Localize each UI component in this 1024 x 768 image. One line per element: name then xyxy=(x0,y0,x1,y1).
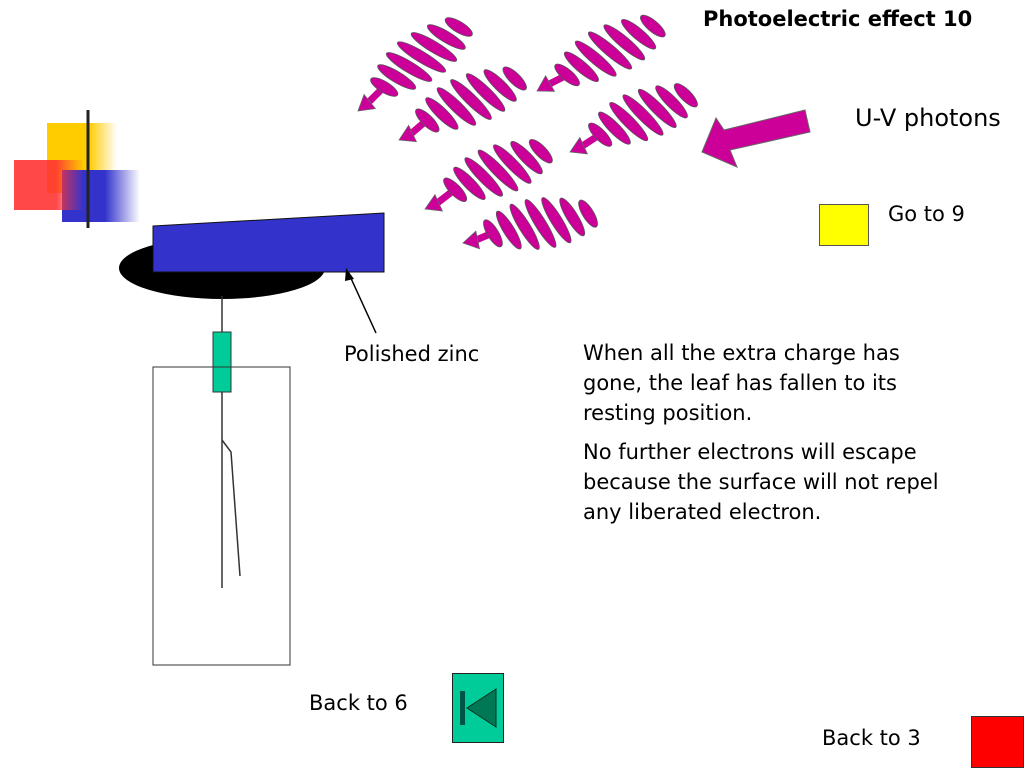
photon-arrow-head xyxy=(536,74,556,92)
photon-arrow-head xyxy=(357,93,377,112)
photon-wave-crest xyxy=(603,24,646,61)
photon-wave-crest xyxy=(450,79,492,120)
photon-wave-crest xyxy=(554,63,580,87)
back-to-6-button[interactable] xyxy=(452,673,504,743)
skip-to-start-icon xyxy=(452,673,504,743)
photon-packet xyxy=(357,17,473,112)
photon-wave-crest xyxy=(370,77,399,97)
photon-group xyxy=(357,14,698,250)
photon-packet xyxy=(536,14,666,92)
photon-packet xyxy=(462,197,598,250)
explanation-paragraph: When all the extra charge has gone, the … xyxy=(583,341,900,425)
photon-wave-crest xyxy=(574,40,617,77)
photon-wave-crest xyxy=(640,14,666,38)
photon-wave-crest xyxy=(622,94,664,136)
photon-arrow-head xyxy=(424,193,444,212)
photon-wave-crest xyxy=(396,41,447,73)
polished-zinc-label: Polished zinc xyxy=(344,342,480,366)
photon-packet xyxy=(424,139,553,212)
photon-wave-crest xyxy=(673,83,698,108)
photon-wave-crest xyxy=(410,32,458,62)
photon-packet xyxy=(398,66,527,143)
photon-wave-crest xyxy=(578,199,598,228)
photon-wave-crest xyxy=(426,24,466,50)
photon-wave-crest xyxy=(483,69,517,102)
photon-wave-crest xyxy=(502,66,527,91)
photon-wave-crest xyxy=(425,97,459,130)
insulator xyxy=(212,331,232,393)
photon-arrow-head xyxy=(398,124,418,143)
photon-wave-crest xyxy=(563,51,599,83)
explanation-paragraph: No further electrons will escape because… xyxy=(583,440,939,524)
gold-leaf xyxy=(221,439,241,577)
photon-wave-crest xyxy=(598,111,631,145)
photon-wave-crest xyxy=(588,122,613,147)
photon-wave-crest xyxy=(465,73,506,112)
zinc-pointer xyxy=(348,273,377,334)
photon-wave-crest xyxy=(528,139,553,164)
photon-wave-crest xyxy=(509,203,540,250)
photon-wave-crest xyxy=(493,144,532,184)
uv-photons-label: U-V photons xyxy=(855,104,1001,132)
photon-wave-crest xyxy=(587,31,633,70)
photon-wave-crest xyxy=(637,88,677,128)
photon-wave-crest xyxy=(453,166,486,200)
photon-packet xyxy=(569,83,698,155)
photon-wave-crest xyxy=(559,197,586,237)
photon-wave-crest xyxy=(443,177,468,202)
goto-9-label: Go to 9 xyxy=(888,202,965,226)
photon-wave-crest xyxy=(385,52,433,82)
photon-wave-crest xyxy=(436,87,477,126)
photon-wave-crest xyxy=(464,157,503,197)
back-to-6-label: Back to 6 xyxy=(309,691,408,715)
photon-wave-crest xyxy=(444,17,473,37)
explanation-text: When all the extra charge has gone, the … xyxy=(583,338,963,536)
photon-wave-crest xyxy=(377,64,417,90)
photon-wave-crest xyxy=(609,102,649,142)
goto-9-button[interactable] xyxy=(819,204,869,246)
photon-wave-crest xyxy=(541,197,572,244)
back-to-3-label: Back to 3 xyxy=(822,726,921,750)
photon-wave-crest xyxy=(621,18,657,50)
electroscope xyxy=(119,212,385,666)
photon-wave-crest xyxy=(510,141,543,175)
slide-title: Photoelectric effect 10 xyxy=(703,7,973,31)
photon-wave-crest xyxy=(415,108,440,133)
case xyxy=(152,366,291,666)
photon-wave-crest xyxy=(524,199,557,248)
photon-wave-crest xyxy=(495,210,522,250)
zinc-plate xyxy=(152,212,385,273)
photon-arrow-head xyxy=(462,230,481,250)
photon-wave-crest xyxy=(655,85,688,119)
back-to-3-button[interactable] xyxy=(971,716,1024,768)
corner-decoration xyxy=(14,110,900,228)
photon-wave-crest xyxy=(477,149,519,192)
photon-arrow-head xyxy=(569,136,589,155)
photon-wave-crest xyxy=(483,219,503,248)
big-left-arrow-icon xyxy=(701,109,811,168)
